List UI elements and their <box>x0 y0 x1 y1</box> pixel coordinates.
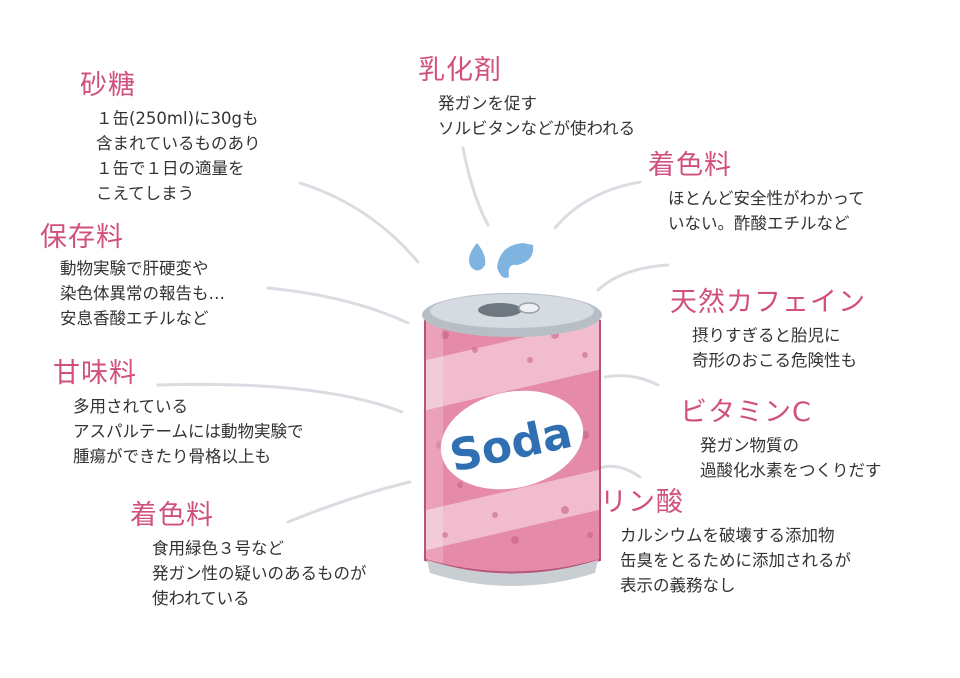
connector-sugar <box>298 181 420 264</box>
connector-sweetener <box>156 382 404 414</box>
description-line: 発ガン性の疑いのあるものが <box>152 564 367 583</box>
annotation-description: 動物実験で肝硬変や 染色体異常の報告も… 安息香酸エチルなど <box>60 256 225 331</box>
description-line: ソルビタンなどが使われる <box>438 119 636 138</box>
annotation-title: 着色料 <box>130 500 214 531</box>
annotation-description: 摂りすぎると胎児に 奇形のおこる危険性も <box>692 323 866 373</box>
description-line: 含まれているものあり <box>96 134 261 153</box>
annotation-description: １缶(250ml)に30gも 含まれているものあり １缶で１日の適量を こえてし… <box>96 106 261 206</box>
description-line: 安息香酸エチルなど <box>60 309 209 328</box>
description-line: 缶臭をとるために添加されるが <box>620 551 851 570</box>
annotation-title: ビタミンC <box>680 397 812 428</box>
description-line: １缶で１日の適量を <box>96 159 245 178</box>
description-line: 過酸化水素をつくりだす <box>700 461 882 480</box>
description-line: 発ガンを促す <box>438 94 537 113</box>
description-line: 腫瘍ができたり骨格以上も <box>73 447 271 466</box>
description-line: 摂りすぎると胎児に <box>692 326 841 345</box>
description-line: 食用緑色３号など <box>152 539 284 558</box>
annotation-vitamin-c: ビタミンC 発ガン物質の 過酸化水素をつくりだす <box>680 397 882 483</box>
annotation-description: カルシウムを破壊する添加物 缶臭をとるために添加されるが 表示の義務なし <box>620 523 851 598</box>
annotation-description: 発ガン物質の 過酸化水素をつくりだす <box>700 433 882 483</box>
annotation-title: 天然カフェイン <box>670 287 866 318</box>
annotation-title: 着色料 <box>648 150 732 181</box>
description-line: アスパルテームには動物実験で <box>73 422 304 441</box>
annotation-coloring-left: 着色料 食用緑色３号など 発ガン性の疑いのあるものが 使われている <box>130 500 367 611</box>
soda-can: Soda <box>422 243 602 586</box>
annotation-title: 甘味料 <box>53 358 137 389</box>
connector-coloring-right <box>553 180 642 230</box>
connector-phosphoric-acid <box>598 464 642 479</box>
description-line: ほとんど安全性がわかって <box>668 189 865 208</box>
description-line: 使われている <box>152 589 250 608</box>
description-line: 動物実験で肝硬変や <box>60 259 209 278</box>
annotation-title: リン酸 <box>600 487 684 518</box>
description-line: 発ガン物質の <box>700 436 799 455</box>
annotation-sweetener: 甘味料 多用されている アスパルテームには動物実験で 腫瘍ができたり骨格以上も <box>53 358 304 469</box>
annotation-sugar: 砂糖 １缶(250ml)に30gも 含まれているものあり １缶で１日の適量を こ… <box>80 70 261 206</box>
description-line: 染色体異常の報告も… <box>60 284 225 303</box>
annotation-emulsifier: 乳化剤 発ガンを促す ソルビタンなどが使われる <box>418 55 635 141</box>
annotation-description: 食用緑色３号など 発ガン性の疑いのあるものが 使われている <box>152 536 367 611</box>
description-line: 奇形のおこる危険性も <box>692 351 857 370</box>
annotation-description: ほとんど安全性がわかって いない。酢酸エチルなど <box>668 186 865 236</box>
description-line: 多用されている <box>73 397 189 416</box>
connector-vitamin-c <box>603 374 660 387</box>
connector-coloring-left <box>286 480 412 524</box>
description-line: 表示の義務なし <box>620 576 736 595</box>
description-line: カルシウムを破壊する添加物 <box>620 526 835 545</box>
annotation-title: 乳化剤 <box>418 55 502 86</box>
droplet-small-icon <box>469 243 486 271</box>
annotation-preservative: 保存料 動物実験で肝硬変や 染色体異常の報告も… 安息香酸エチルなど <box>40 222 225 331</box>
annotation-description: 多用されている アスパルテームには動物実験で 腫瘍ができたり骨格以上も <box>73 394 304 469</box>
annotation-title: 砂糖 <box>80 70 136 101</box>
connector-caffeine <box>596 263 670 292</box>
connector-preservative <box>266 286 410 325</box>
annotation-caffeine: 天然カフェイン 摂りすぎると胎児に 奇形のおこる危険性も <box>670 287 866 373</box>
annotation-title: 保存料 <box>40 222 124 253</box>
description-line: こえてしまう <box>96 184 195 203</box>
annotation-coloring-right: 着色料 ほとんど安全性がわかって いない。酢酸エチルなど <box>648 150 865 236</box>
annotation-phosphoric-acid: リン酸 カルシウムを破壊する添加物 缶臭をとるために添加されるが 表示の義務なし <box>600 487 851 598</box>
annotation-description: 発ガンを促す ソルビタンなどが使われる <box>438 91 635 141</box>
description-line: いない。酢酸エチルなど <box>668 214 850 233</box>
connector-emulsifier <box>461 146 490 227</box>
description-line: １缶(250ml)に30gも <box>96 109 259 128</box>
droplet-large-icon <box>497 243 534 278</box>
